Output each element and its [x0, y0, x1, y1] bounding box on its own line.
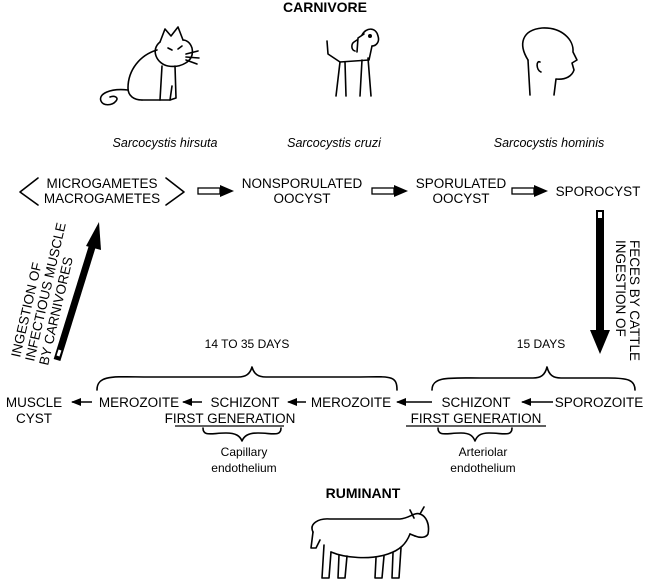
- left-angle-bracket: [19, 177, 39, 206]
- species-hominis: Sarcocystis hominis: [494, 136, 604, 150]
- stage-sporulated: SPORULATED: [416, 176, 507, 191]
- species-cruzi: Sarcocystis cruzi: [287, 136, 382, 150]
- arrow-ingestion-by-cattle: [590, 210, 610, 354]
- brace-15-days: [431, 366, 636, 391]
- site-capillary-endothelium: endothelium: [211, 461, 276, 475]
- stage-macrogametes: MACROGAMETES: [44, 191, 160, 206]
- stage-schizont-capillary: SCHIZONT: [211, 395, 280, 410]
- stage-nonsporulated-oocyst: OOCYST: [273, 191, 330, 206]
- stage-merozoite-2: MEROZOITE: [99, 395, 179, 410]
- brace-capillary: [202, 427, 282, 442]
- arrow-sporulated-to-sporocyst: [511, 185, 548, 197]
- carnivore-heading: CARNIVORE: [283, 0, 367, 15]
- duration-left: 14 TO 35 DAYS: [205, 337, 290, 351]
- stage-schizont-arteriolar: SCHIZONT: [442, 395, 511, 410]
- schizont-arteriolar-generation: FIRST GENERATION: [411, 411, 542, 426]
- stage-sporocyst: SPOROCYST: [556, 184, 641, 199]
- stage-sporozoite: SPOROZOITE: [555, 395, 644, 410]
- site-arteriolar: Arteriolar: [459, 445, 508, 459]
- stage-muscle-cyst: CYST: [16, 411, 52, 426]
- arrow-oocyst-to-sporulated: [371, 185, 408, 197]
- stage-sporulated-oocyst: OOCYST: [432, 191, 489, 206]
- arrow-gametes-to-oocyst: [197, 185, 234, 197]
- arrow-ingestion-by-carnivores: [53, 222, 101, 362]
- ruminant-heading: RUMINANT: [326, 485, 401, 501]
- human-head-icon: [521, 27, 578, 96]
- schizont-capillary-generation: FIRST GENERATION: [165, 411, 296, 426]
- dog-icon: [326, 28, 380, 97]
- site-arteriolar-endothelium: endothelium: [450, 461, 515, 475]
- brace-14-to-35-days: [96, 366, 398, 391]
- brace-arteriolar: [437, 427, 513, 442]
- label-ingestion-of-feces-1: INGESTION OF: [613, 240, 628, 337]
- label-ingestion-of-feces-2: FECES BY CATTLE: [627, 240, 642, 361]
- calf-icon: [310, 506, 430, 579]
- stage-merozoite-1: MEROZOITE: [311, 395, 391, 410]
- duration-right: 15 DAYS: [517, 337, 565, 351]
- stage-nonsporulated: NONSPORULATED: [242, 176, 363, 191]
- species-hirsuta: Sarcocystis hirsuta: [113, 136, 218, 150]
- cat-icon: [99, 26, 200, 106]
- right-angle-bracket: [165, 177, 185, 206]
- site-capillary: Capillary: [221, 445, 268, 459]
- stage-microgametes: MICROGAMETES: [46, 176, 157, 191]
- stage-muscle: MUSCLE: [6, 395, 62, 410]
